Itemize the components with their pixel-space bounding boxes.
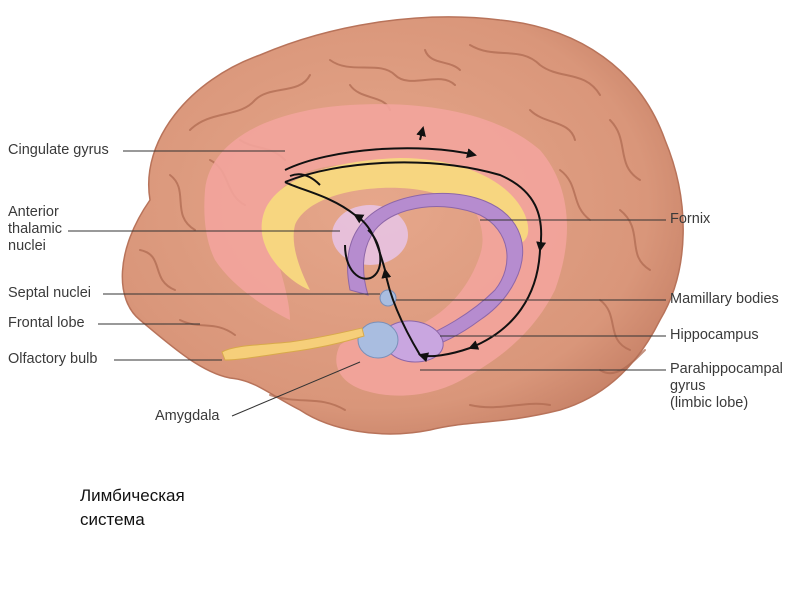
olfactory-bulb [221,327,365,361]
label-amygdala: Amygdala [155,408,219,425]
caption-line2: система [80,510,145,529]
caption: Лимбическая система [80,484,185,532]
label-anterior-thalamic-line2: thalamic [8,221,62,237]
amygdala [357,321,399,359]
caption-line1: Лимбическая [80,486,185,505]
label-frontal-lobe-text: Frontal lobe [8,315,85,331]
leader-lines [68,150,666,417]
label-olfactory-bulb: Olfactory bulb [8,351,97,368]
label-parahippocampal-gyrus: Parahippocampal gyrus (limbic lobe) [670,361,783,412]
label-anterior-thalamic-line3: nuclei [8,238,46,254]
label-parahippocampal-line2: gyrus [670,378,706,394]
label-fornix-text: Fornix [670,211,711,227]
label-septal-nuclei-text: Septal nuclei [8,285,92,301]
label-olfactory-bulb-text: Olfactory bulb [8,351,98,367]
label-hippocampus-text: Hippocampus [670,327,759,343]
label-cingulate-gyrus-text: Cingulate gyrus [8,142,109,158]
label-parahippocampal-line3: (limbic lobe) [670,395,749,411]
label-mamillary-bodies-text: Mamillary bodies [670,291,779,307]
label-anterior-thalamic-line1: Anterior [8,204,59,220]
papez-circuit [284,126,547,363]
label-fornix: Fornix [670,211,710,228]
corpus-callosum [261,158,529,290]
label-anterior-thalamic-nuclei: Anterior thalamic nuclei [8,204,62,255]
label-septal-nuclei: Septal nuclei [8,285,91,302]
label-parahippocampal-line1: Parahippocampal [670,361,783,377]
label-mamillary-bodies: Mamillary bodies [670,291,779,308]
label-cingulate-gyrus: Cingulate gyrus [8,142,109,159]
label-frontal-lobe: Frontal lobe [8,315,85,332]
label-hippocampus: Hippocampus [670,327,759,344]
label-amygdala-text: Amygdala [155,408,220,424]
